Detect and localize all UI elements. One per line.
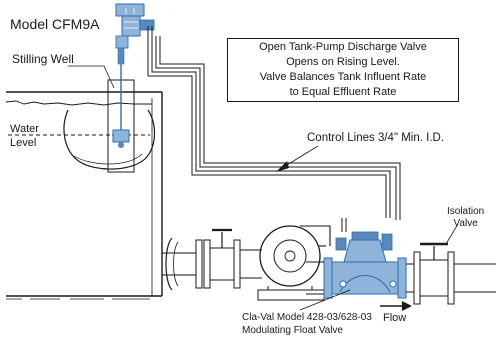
suction-flange-3 xyxy=(233,239,241,289)
main-valve-bonnet xyxy=(343,239,387,263)
iso-valve-leader xyxy=(445,223,459,245)
control-lines-pointer xyxy=(276,145,319,172)
control-line-b-outer xyxy=(155,36,397,220)
claval-label-line2: Modulating Float Valve xyxy=(242,325,343,336)
outlet-pipe xyxy=(406,263,414,293)
stilling-well-label: Stilling Well xyxy=(12,52,74,66)
pump xyxy=(162,225,331,301)
info-line-2: Opens on Rising Level. xyxy=(286,56,400,68)
pipe-to-valve xyxy=(306,261,324,295)
basin-outline xyxy=(63,109,156,170)
pilot-stem xyxy=(117,47,125,65)
control-lines xyxy=(147,26,401,232)
claval-label-line1: Cla-Val Model 428-03/628-03 xyxy=(242,312,372,323)
iso-valve-flange-right xyxy=(447,251,455,305)
info-line-1: Open Tank-Pump Discharge Valve xyxy=(259,41,427,53)
stilling-well-leader xyxy=(68,65,115,89)
pump-foot xyxy=(267,286,313,290)
water-level-label-line1: Water xyxy=(10,123,39,135)
suction-flange-right xyxy=(203,239,211,289)
pump-discharge xyxy=(300,225,331,246)
claval-model-label: Cla-Val Model 428-03/628-03 Modulating F… xyxy=(242,311,372,337)
flow-arrow xyxy=(380,301,412,311)
isolation-label-line2: Valve xyxy=(453,218,478,229)
control-lines-arrowhead xyxy=(276,161,289,172)
suction-elbow xyxy=(165,237,173,291)
valve-outlet-flange xyxy=(397,257,407,299)
stilling-well xyxy=(68,62,135,173)
iso-valve-flange-left xyxy=(413,251,421,305)
basin-bottom-ridge xyxy=(73,153,143,165)
suction-flange-left xyxy=(195,239,203,289)
info-line-4: to Equal Effluent Rate xyxy=(289,86,397,98)
pump-base xyxy=(257,289,325,301)
control-line-a-inner xyxy=(151,26,391,218)
iso-valve-body xyxy=(419,259,449,297)
valve-port-right xyxy=(389,280,397,288)
valve-pilot-left xyxy=(335,237,347,251)
suction-pipe xyxy=(162,252,196,276)
flow-label: Flow xyxy=(383,312,407,324)
isolation-label-line1: Isolation xyxy=(447,206,485,217)
float-ball xyxy=(118,142,124,148)
control-line-b-inner xyxy=(159,36,401,220)
model-label: Model CFM9A xyxy=(10,16,100,32)
suction-valve-body xyxy=(209,247,235,281)
valve-port-left xyxy=(339,280,347,288)
info-line-3: Valve Balances Tank Influent Rate xyxy=(259,71,427,83)
valve-pilot-right xyxy=(381,233,393,251)
exit-pipe xyxy=(454,263,496,293)
pump-impeller xyxy=(273,239,307,273)
pilot-lower-block xyxy=(115,35,129,49)
main-valve xyxy=(299,231,399,311)
suction-elbow-inner xyxy=(173,241,179,287)
main-valve-cover xyxy=(351,231,379,241)
pump-inlet xyxy=(240,249,262,279)
flow-arrow-head xyxy=(402,301,412,311)
control-lines-leader xyxy=(281,145,319,169)
control-line-a-outer xyxy=(147,26,387,218)
control-line-drop xyxy=(341,218,347,232)
tank-soil-edge xyxy=(5,100,152,106)
claval-leader xyxy=(299,289,351,311)
pilot-main-block xyxy=(121,15,141,37)
pilot-top-block xyxy=(115,3,145,17)
discharge-line xyxy=(306,223,496,305)
pump-volute xyxy=(259,225,321,287)
isolation-valve-label: Isolation Valve xyxy=(447,206,484,230)
pilot-assembly xyxy=(115,3,155,65)
info-box: Open Tank-Pump Discharge Valve Opens on … xyxy=(227,38,459,102)
water-level-label: Water Level xyxy=(10,122,39,150)
control-lines-label: Control Lines 3/4" Min. I.D. xyxy=(307,132,445,144)
water-level-label-line2: Level xyxy=(10,137,37,149)
float-body xyxy=(112,129,130,143)
valve-inlet-flange xyxy=(323,257,333,299)
pilot-detail-lines xyxy=(124,8,138,29)
pilot-side-port xyxy=(139,19,155,31)
pump-hub xyxy=(284,250,296,262)
